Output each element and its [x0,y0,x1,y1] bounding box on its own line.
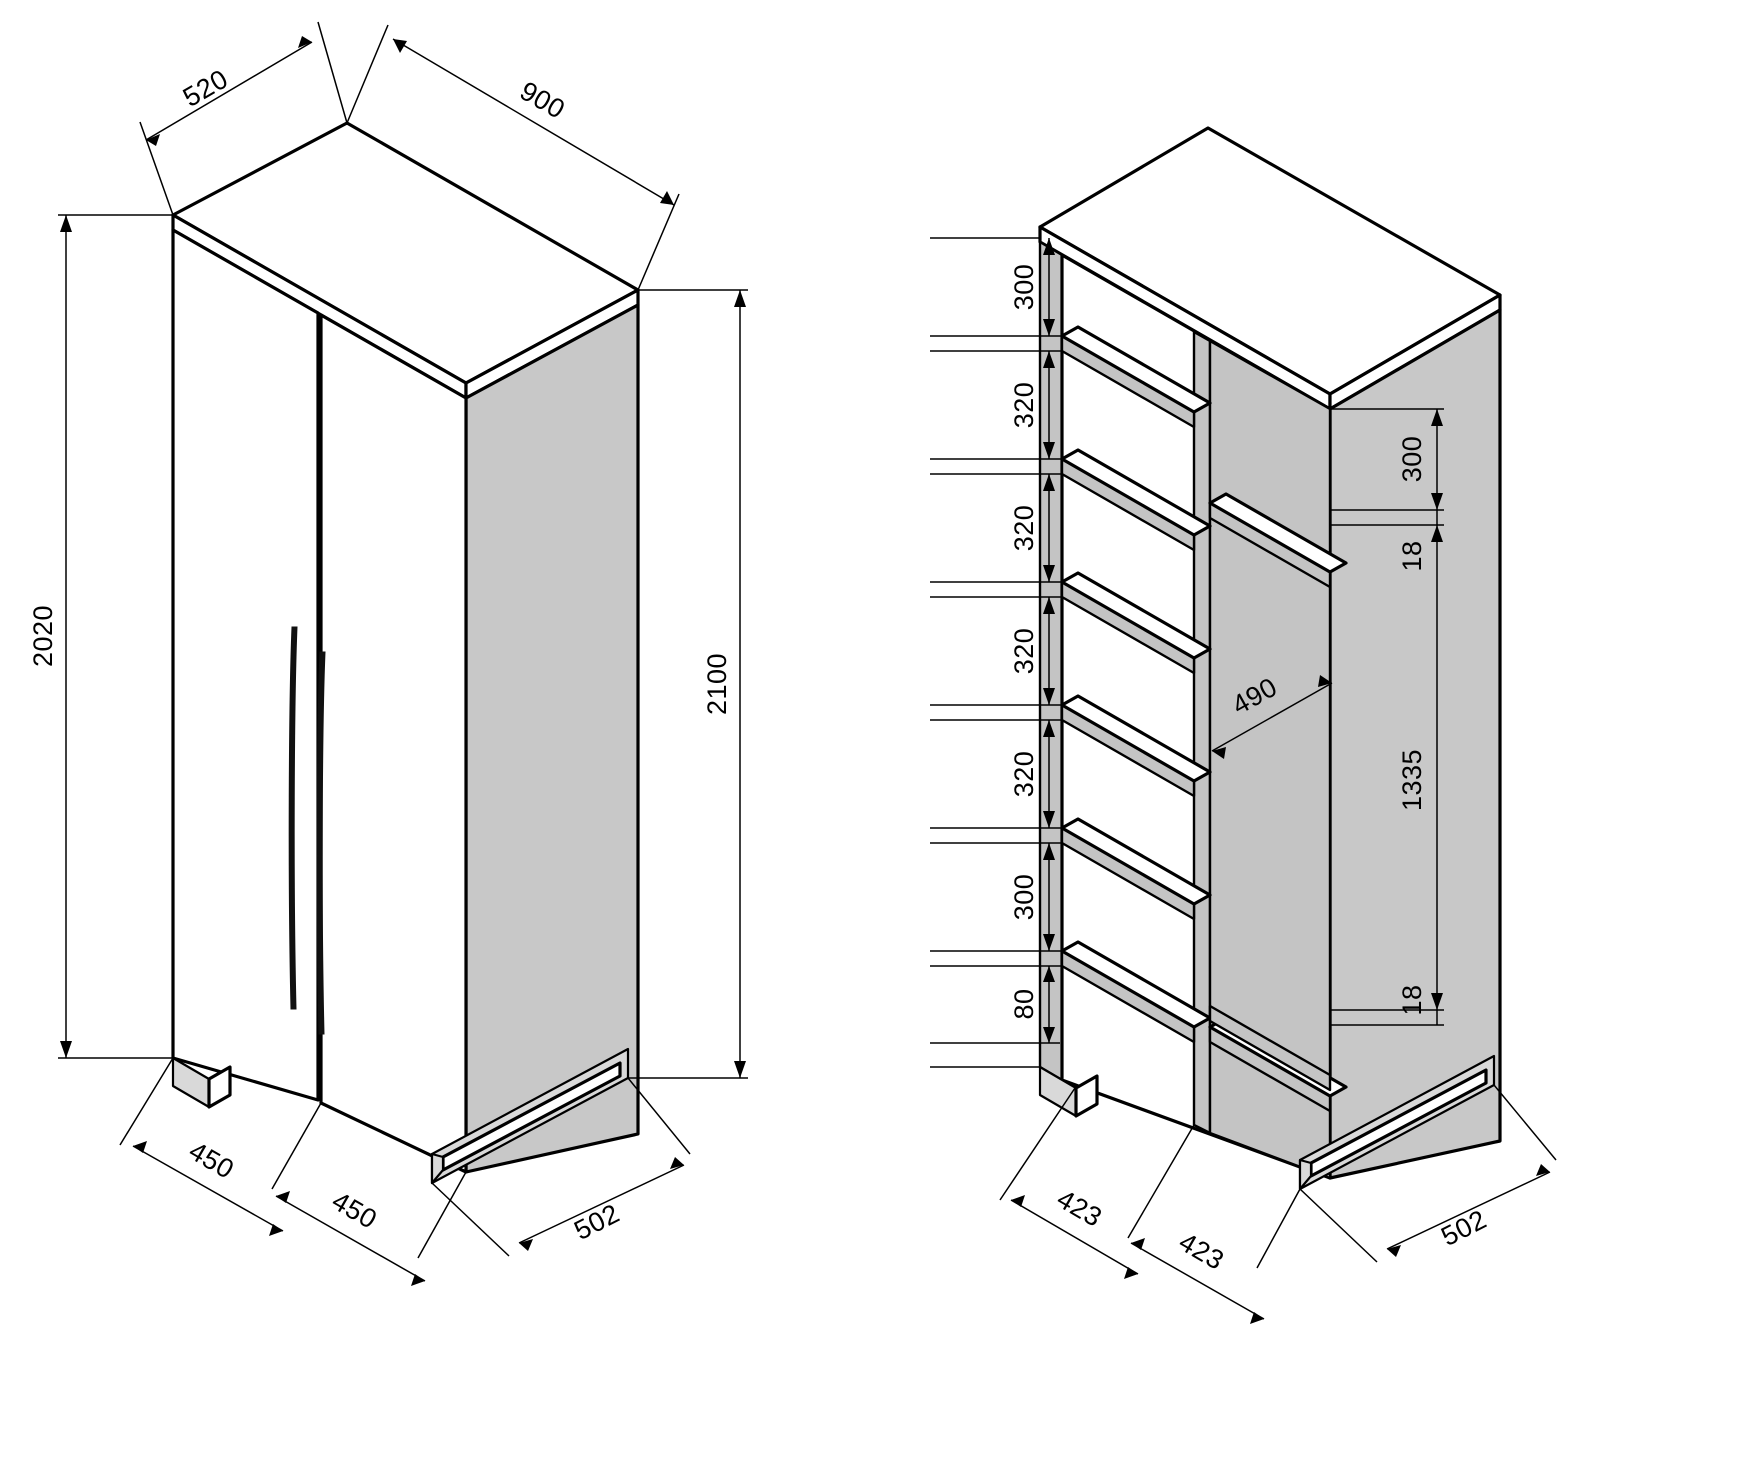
shelf-l3-top [1060,571,1212,660]
dim-s7-label: 80 [1009,988,1039,1019]
dim-s4-label: 320 [1009,628,1039,675]
right-interior-dimension-chain: 300 18 1335 18 [1330,408,1444,1026]
dim-s3-label: 320 [1009,505,1039,552]
shelf-r-top-face [1208,492,1348,574]
base-plinth-left-end [430,1152,445,1185]
dim-450-right-label: 450 [327,1186,382,1235]
dim-2100-label: 2100 [702,653,732,715]
dim-18-bottom-label: 18 [1397,984,1427,1015]
shelf-dimension-chain: 300 320 320 320 320 300 [930,237,1062,1068]
shelf-l1-top [1060,325,1212,414]
base-foot-left-face [207,1065,232,1109]
dim-900-label: 900 [515,76,570,125]
dim-450-left-label: 450 [184,1136,239,1185]
right-bay-shelves [1208,492,1348,1092]
shelf-l4-top [1060,694,1212,783]
right-view-open-carcass: 300 320 320 320 320 300 [930,126,1557,1324]
door-handle-left [288,626,298,1010]
dim-2100: 2100 [628,289,748,1079]
left-view-closed-doors: 520 900 2020 2100 [28,21,748,1286]
door-left [171,228,320,1102]
shelf-l2-top [1060,448,1212,537]
dim-s1-label: 300 [1009,264,1039,311]
dim-423-right: 423 [1130,1188,1301,1324]
right-side-panel [464,303,640,1174]
dim-502-right-label: 502 [1436,1204,1491,1252]
dim-s5-label: 320 [1009,751,1039,798]
shelf-l5-top [1060,817,1212,906]
shelf-r-bottom [1208,1004,1332,1092]
dim-520-label: 520 [178,64,233,113]
left-bay-shelves [1060,325,1212,1044]
base-foot-right-view-face [1074,1074,1099,1118]
dim-2020: 2020 [28,214,173,1059]
dim-423-left-label: 423 [1052,1184,1107,1233]
dim-18-top-label: 18 [1397,540,1427,571]
door-right [319,313,468,1174]
dim-423-right-label: 423 [1174,1227,1229,1276]
door-handle-right [316,651,326,1035]
dim-2020-label: 2020 [28,605,58,667]
dim-s6-label: 300 [1009,874,1039,921]
dim-s2-label: 320 [1009,382,1039,429]
dim-502-left-label: 502 [569,1198,624,1246]
dim-1335-label: 1335 [1397,749,1427,811]
base-plinth-left-end-right [1298,1158,1313,1191]
dim-right-300-label: 300 [1397,436,1427,483]
